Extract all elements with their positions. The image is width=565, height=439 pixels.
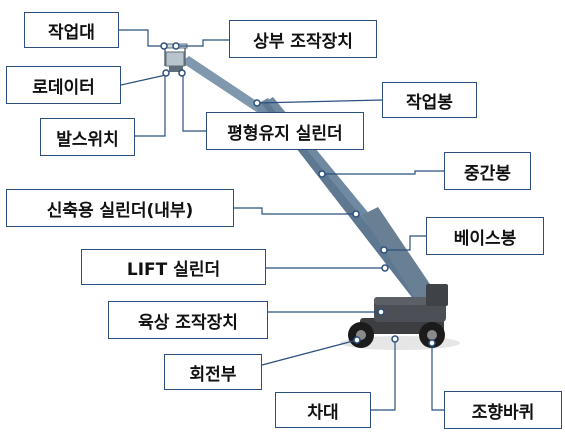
label-upper-controls: 상부 조작장치	[229, 20, 377, 58]
work-boom	[181, 56, 264, 113]
front-wheel	[348, 322, 374, 348]
main-boom-shade	[262, 101, 428, 305]
label-telescope-cylinder: 신축용 실린더(내부)	[6, 189, 234, 227]
platform-basket	[165, 51, 185, 67]
rear-wheel	[419, 322, 445, 348]
leader-dots	[160, 42, 436, 347]
label-base-boom: 베이스봉	[426, 217, 544, 255]
label-rotator: 로데이터	[6, 66, 121, 104]
label-turntable: 회전부	[164, 354, 262, 390]
label-work-boom: 작업봉	[382, 82, 477, 118]
label-platform: 작업대	[24, 12, 119, 48]
label-leveling-cylinder: 평형유지 실린더	[206, 112, 364, 150]
label-foot-switch: 발스위치	[40, 118, 135, 156]
label-mid-boom: 중간봉	[444, 152, 531, 190]
label-ground-controls: 육상 조작장치	[108, 301, 268, 339]
counterweight	[426, 284, 448, 306]
label-lift-cylinder: LIFT 실린더	[81, 249, 266, 285]
base-boom	[362, 207, 438, 306]
label-steer-wheels: 조향바퀴	[444, 391, 562, 429]
rotator	[169, 66, 183, 72]
label-chassis: 차대	[275, 392, 371, 428]
leader-lines	[119, 29, 444, 411]
